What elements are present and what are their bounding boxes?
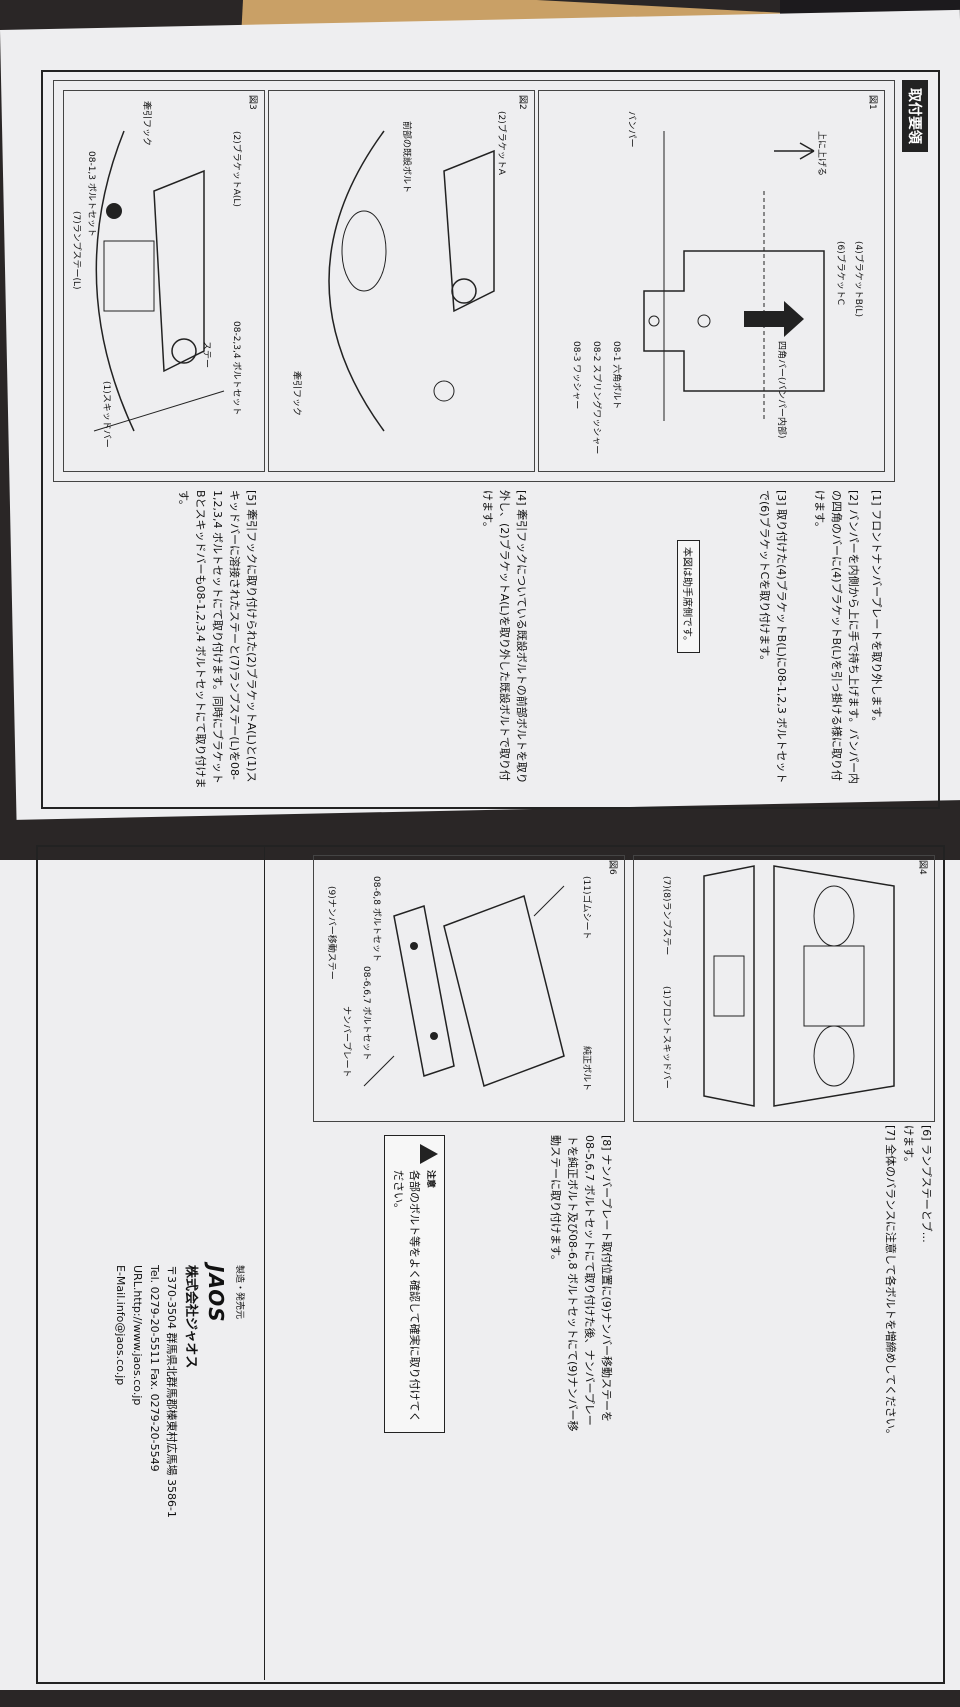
figure-3-label-stay: ステー (201, 341, 211, 369)
step-6: [6] ランプステーとブ… (920, 1125, 933, 1243)
paper-sheet-bottom (0, 860, 960, 1690)
figure-4-label-lamp-stay: (7)(8)ランプステー (661, 876, 671, 956)
warning-box: 注意 各部のボルト等をよく確認して確実に取り付けてください。 (384, 1135, 445, 1433)
figure-2-label-bracket-a: (2)ブラケットA (496, 111, 506, 175)
company-url: URL.http://www.jaos.co.jp (130, 1265, 144, 1406)
figure-2: 図2 (2)ブラケットA 前部の既設ボルト 牽引フック (268, 90, 535, 472)
figure-6-label-number-plate: ナンバープレート (341, 1006, 351, 1078)
figure-1-label-hex-bolt: 08-1 六角ボルト (611, 341, 621, 410)
maker-label: 製造・発売元 (234, 1265, 244, 1320)
figure-1-label-lift-up: 上に上げる (816, 131, 826, 177)
footer-divider (263, 845, 265, 1680)
figure-3-label-tow-hook: 牽引フック (141, 101, 151, 147)
figure-6: 図6 (11)ゴムシート 08-6,8 ボルトセット 純正ボルト 08-6,6,… (313, 855, 625, 1122)
figure-6-label-bolt-set-667: 08-6,6,7 ボルトセット (361, 966, 371, 1061)
figure-1-label-bracket-c: (6)ブラケットC (835, 241, 845, 306)
figure-6-label-bolt-set-68: 08-6,8 ボルトセット (371, 876, 381, 962)
figure-3: 図3 (2)ブラケットA(L) 08-2,3,4 ボルトセット ステー (1)ス… (63, 90, 265, 472)
figure-6-label-rubber-sheet: (11)ゴムシート (581, 876, 591, 940)
figure-1-label-washer: 08-3 ワッシャー (571, 341, 581, 410)
figure-4-label-front-skid-bar: (1)フロントスキッドバー (661, 986, 671, 1089)
figure-3-drawing (93, 130, 225, 432)
figure-1-label-bumper: バンパー (626, 111, 636, 148)
step-8: [8] ナンバープレート取付位置に(9)ナンバー移動ステーを08-5,6,7 ボ… (548, 1135, 613, 1432)
warning-triangle-icon (420, 1144, 438, 1164)
step-6-continued: けます。 (902, 1125, 915, 1168)
step-7: [7] 全体のバランスに注意して各ボルトを増締めしてください。 (884, 1125, 897, 1440)
jaos-logo: JAOS (204, 1265, 229, 1323)
warning-text: 各部のボルト等をよく確認して確実に取り付けてください。 (392, 1170, 421, 1423)
figure-6-drawing (363, 885, 565, 1087)
figure-6-label-oem-bolt: 純正ボルト (581, 1046, 591, 1092)
company-info: 製造・発売元 JAOS 株式会社ジャオス 〒370-3504 群馬県北群馬郡榛東… (112, 1265, 245, 1665)
figure-4-drawing (703, 865, 895, 1107)
figure-3-label-lamp-stay: (7)ランプステー(L) (71, 211, 81, 290)
figure-4: 図4 (7)(8)ランプステー (1)フロントスキッドバー (633, 855, 935, 1122)
step-3: [3] 取り付けた(4)ブラケットB(L)に08-1,2,3 ボルトセットで(6… (757, 490, 788, 784)
section-heading: 取付要領 (902, 80, 928, 152)
figure-1-label-square-bar: 四角バー(バンパー内部) (776, 341, 786, 439)
company-address: 〒370-3504 群馬県北群馬郡榛東村広馬場 3586-1 (164, 1265, 178, 1518)
company-tel: Tel. 0279-20-5511 Fax. 0279-20-5549 (147, 1265, 161, 1472)
figure-3-label-bolt-set-234: 08-2,3,4 ボルトセット (231, 321, 241, 416)
company-email: E-Mail.info@jaos.co.jp (113, 1265, 127, 1386)
figure-1-drawing (643, 131, 825, 421)
warning-label: 注意 (425, 1170, 435, 1189)
instruction-sheet-2: [6] ランプステーとブ… けます。 [7] 全体のバランスに注意して各ボルトを… (35, 845, 945, 1685)
step-4: [4] 牽引フックについている既設ボルトの前部ボルトを取り外し、(2)ブラケット… (480, 490, 528, 784)
company-name: 株式会社ジャオス (183, 1265, 199, 1369)
figure-3-label-skid-bar: (1)スキッドバー (101, 381, 111, 448)
step-5: [5] 牽引フックに取り付けられた(2)ブラケットA(L)と(1)スキッドバーに… (176, 490, 258, 789)
passenger-side-note: 本図は助手席側です。 (677, 540, 700, 653)
instruction-sheet-1: 取付要領 図1 (4)ブラケットB(L) (6)ブラケットC 上に上げる バンパ… (40, 70, 940, 810)
figure-2-label-existing-bolt: 前部の既設ボルト (401, 121, 411, 194)
figure-6-label-number-stay: (9)ナンバー移動ステー (326, 886, 336, 980)
step-1: [1] フロントナンバープレートを取り外します。 (870, 490, 883, 728)
figure-1-label-spring-washer: 08-2 スプリングワッシャー (591, 341, 601, 455)
figure-1-label-bracket-b: (4)ブラケットB(L) (853, 241, 863, 317)
step-2: [2] バンパーを内側から上に手で持ち上げます。バンパー内の四角のバーに(4)ブ… (812, 490, 860, 785)
figure-3-label-bracket-a: (2)ブラケットA(L) (231, 131, 241, 207)
figure-2-drawing (328, 130, 495, 432)
figure-3-label-bolt-set-13: 08-1,3 ボルトセット (86, 151, 96, 237)
figure-1: 図1 (4)ブラケットB(L) (6)ブラケットC 上に上げる バンパー 四角バ… (538, 90, 885, 472)
figure-2-label-tow-hook: 牽引フック (291, 371, 301, 417)
